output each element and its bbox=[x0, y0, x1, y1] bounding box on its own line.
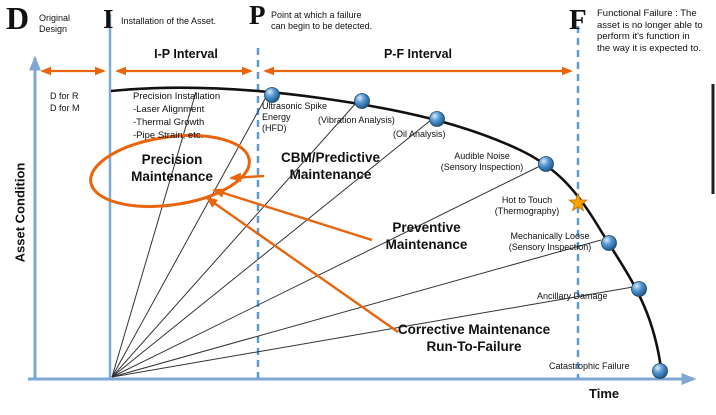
milestone-f-letter: F bbox=[569, 4, 587, 36]
globe-icon bbox=[538, 156, 554, 172]
curve-point-label-vibration: (Vibration Analysis) bbox=[318, 115, 395, 125]
curve-point-label-ultrasonic: Ultrasonic Spike Energy (HFD) bbox=[262, 101, 328, 133]
globe-icon bbox=[429, 111, 445, 127]
milestone-p-note: Point at which a failure can begin to be… bbox=[271, 10, 373, 31]
milestone-i-letter: I bbox=[103, 4, 114, 34]
failure-star-icon bbox=[568, 192, 588, 212]
globe-icon bbox=[652, 363, 668, 379]
precision-installation-note: Precision Installation -Laser Alignment … bbox=[133, 91, 221, 141]
precision-maintenance-label: Precision Maintenance bbox=[131, 152, 213, 184]
d-modes-note: D for R D for M bbox=[50, 91, 80, 113]
preventive-maintenance-label: Preventive Maintenance bbox=[385, 220, 468, 252]
y-axis-label: Asset Condition bbox=[12, 162, 28, 263]
curve-point-label-mechanically-loose: Mechanically Loose (Sensory Inspection) bbox=[508, 231, 592, 252]
milestone-p-letter: P bbox=[249, 0, 266, 30]
globe-icon bbox=[264, 87, 280, 103]
cbm-predictive-maintenance-label: CBM/Predictive Maintenance bbox=[280, 150, 381, 182]
globe-icon bbox=[631, 281, 647, 297]
curve-point-label-audible: Audible Noise (Sensory Inspection) bbox=[440, 151, 524, 172]
milestone-d-note: Original Design bbox=[39, 13, 71, 34]
pf-interval-label: P-F Interval bbox=[383, 47, 453, 61]
corrective-maintenance-label: Corrective Maintenance Run-To-Failure bbox=[397, 322, 551, 354]
curve-point-markers bbox=[264, 87, 668, 379]
curve-point-label-catastrophic: Catastrophic Failure bbox=[549, 361, 630, 371]
annotation-arrows bbox=[205, 172, 399, 333]
ip-interval-label: I-P Interval bbox=[154, 47, 218, 61]
globe-icon bbox=[354, 93, 370, 109]
milestone-f-note: Functional Failure : The asset is no lon… bbox=[597, 8, 703, 54]
degradation-fan-lines bbox=[111, 91, 634, 378]
curve-point-label-ancillary: Ancillary Damage bbox=[537, 291, 608, 301]
curve-point-label-hot-to-touch: Hot to Touch (Thermography) bbox=[494, 195, 560, 216]
pf-curve bbox=[110, 86, 664, 378]
globe-icon bbox=[601, 235, 617, 251]
x-axis-label: Time bbox=[589, 386, 620, 401]
milestone-i-note: Installation of the Asset. bbox=[121, 16, 217, 26]
curve-point-label-oil: (Oil Analysis) bbox=[393, 129, 446, 139]
precision-maintenance-ellipse bbox=[89, 134, 251, 208]
milestone-d-letter: D bbox=[6, 0, 30, 36]
